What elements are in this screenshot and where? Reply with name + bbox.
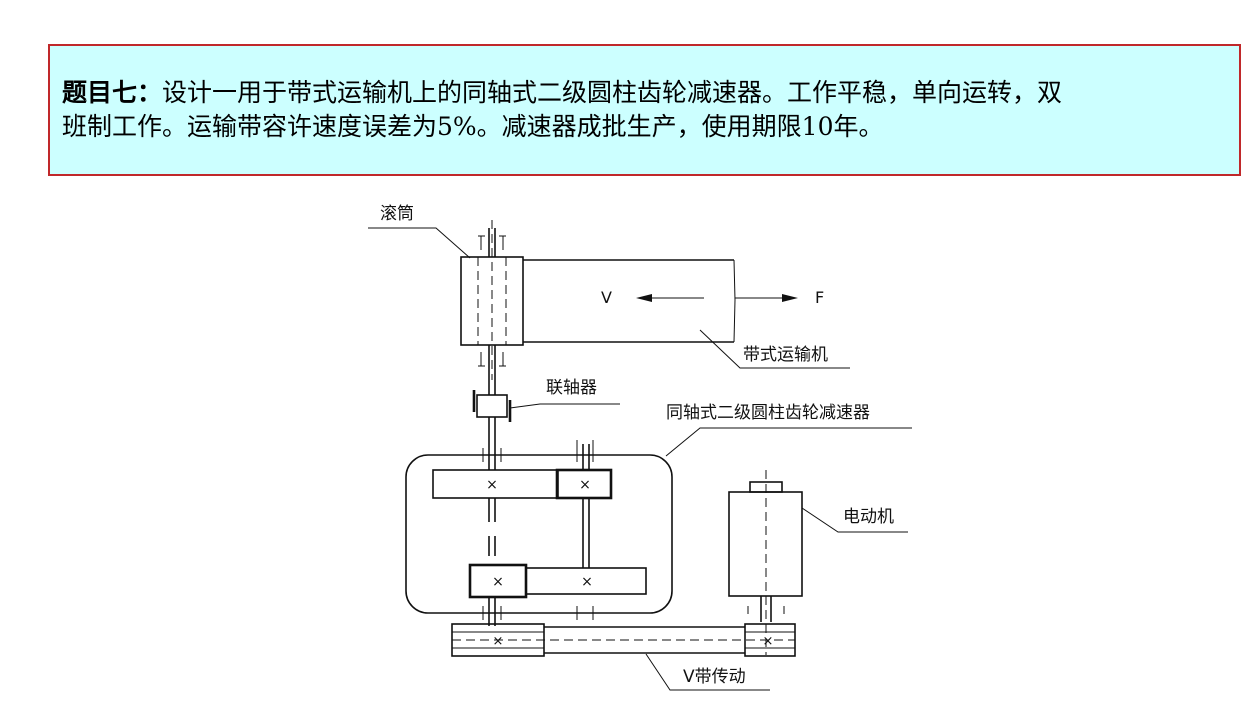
leader-lines (368, 227, 912, 691)
drum (460, 220, 524, 380)
gear-pair-upper: × × (432, 468, 613, 500)
force-arrow (735, 294, 798, 302)
label-coupling: 联轴器 (546, 378, 597, 398)
label-f: F (815, 288, 824, 307)
svg-text:×: × (492, 574, 504, 590)
coupling (472, 390, 512, 422)
svg-text:×: × (581, 574, 593, 590)
label-motor: 电动机 (843, 507, 894, 527)
label-conveyor: 带式运输机 (743, 345, 828, 365)
svg-text:×: × (493, 634, 504, 649)
label-vbelt: V带传动 (683, 667, 746, 687)
output-shaft (488, 498, 496, 626)
problem-text-line-1: 设计一用于带式运输机上的同轴式二级圆柱齿轮减速器。工作平稳，单向运转，双 (162, 78, 1063, 107)
svg-text:×: × (579, 477, 591, 493)
v-belt-drive: × × (451, 623, 796, 657)
svg-text:×: × (763, 634, 774, 649)
problem-statement-box: 题目七：设计一用于带式运输机上的同轴式二级圆柱齿轮减速器。工作平稳，单向运转，双… (48, 44, 1241, 176)
velocity-arrow (636, 294, 704, 302)
label-reducer: 同轴式二级圆柱齿轮减速器 (666, 403, 870, 423)
belt-conveyor (523, 259, 736, 343)
label-drum: 滚筒 (380, 204, 414, 224)
problem-title: 题目七： (62, 78, 163, 107)
reducer-housing (405, 440, 673, 620)
gear-pair-lower: × × (468, 563, 647, 599)
intermediate-shaft (582, 444, 590, 568)
problem-text-line-2: 班制工作。运输带容许速度误差为5%。减速器成批生产，使用期限10年。 (62, 112, 884, 141)
label-v: V (601, 288, 612, 307)
svg-text:×: × (486, 477, 498, 493)
